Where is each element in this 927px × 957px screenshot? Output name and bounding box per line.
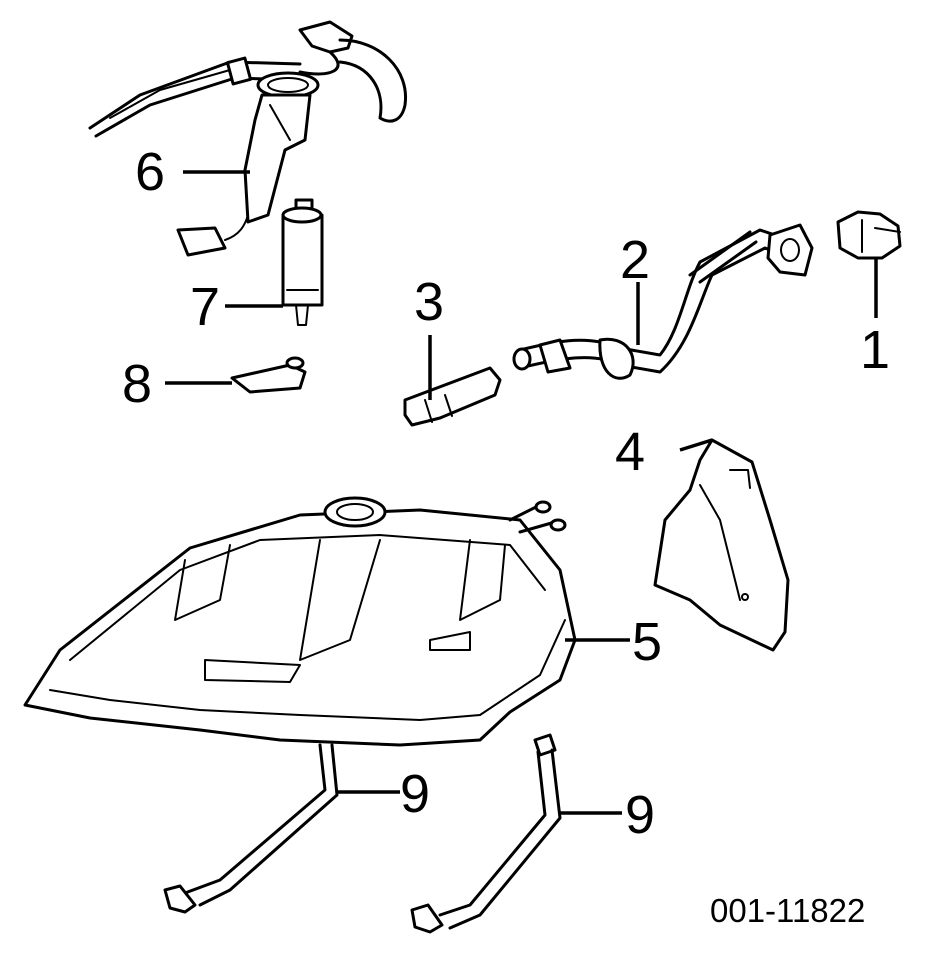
callout-fuel-sender: 6 — [135, 142, 165, 202]
callout-fuel-tank: 5 — [632, 612, 662, 672]
heat-shield — [653, 438, 790, 652]
fuel-tank — [23, 496, 630, 747]
callout-hose-clamp: 3 — [414, 272, 444, 332]
callout-fuel-pump: 7 — [190, 277, 220, 337]
callout-filler-pipe: 2 — [620, 230, 650, 290]
tank-strap-right — [410, 733, 622, 934]
tank-strap-left — [163, 743, 400, 914]
fuel-pump — [225, 198, 324, 326]
callout-pump-strainer: 8 — [122, 354, 152, 414]
filler-pipe — [512, 223, 814, 380]
filler-hose-clamp — [403, 335, 502, 427]
callout-strap-left: 9 — [400, 764, 430, 824]
callout-heat-shield: 4 — [615, 422, 645, 482]
callout-fuel-cap: 1 — [860, 320, 890, 380]
callout-strap-right: 9 — [625, 785, 655, 845]
fuel-sender-assembly — [88, 20, 408, 257]
figure-id: 001-11822 — [710, 892, 865, 929]
fuel-cap — [836, 210, 902, 318]
pump-strainer — [165, 356, 307, 394]
